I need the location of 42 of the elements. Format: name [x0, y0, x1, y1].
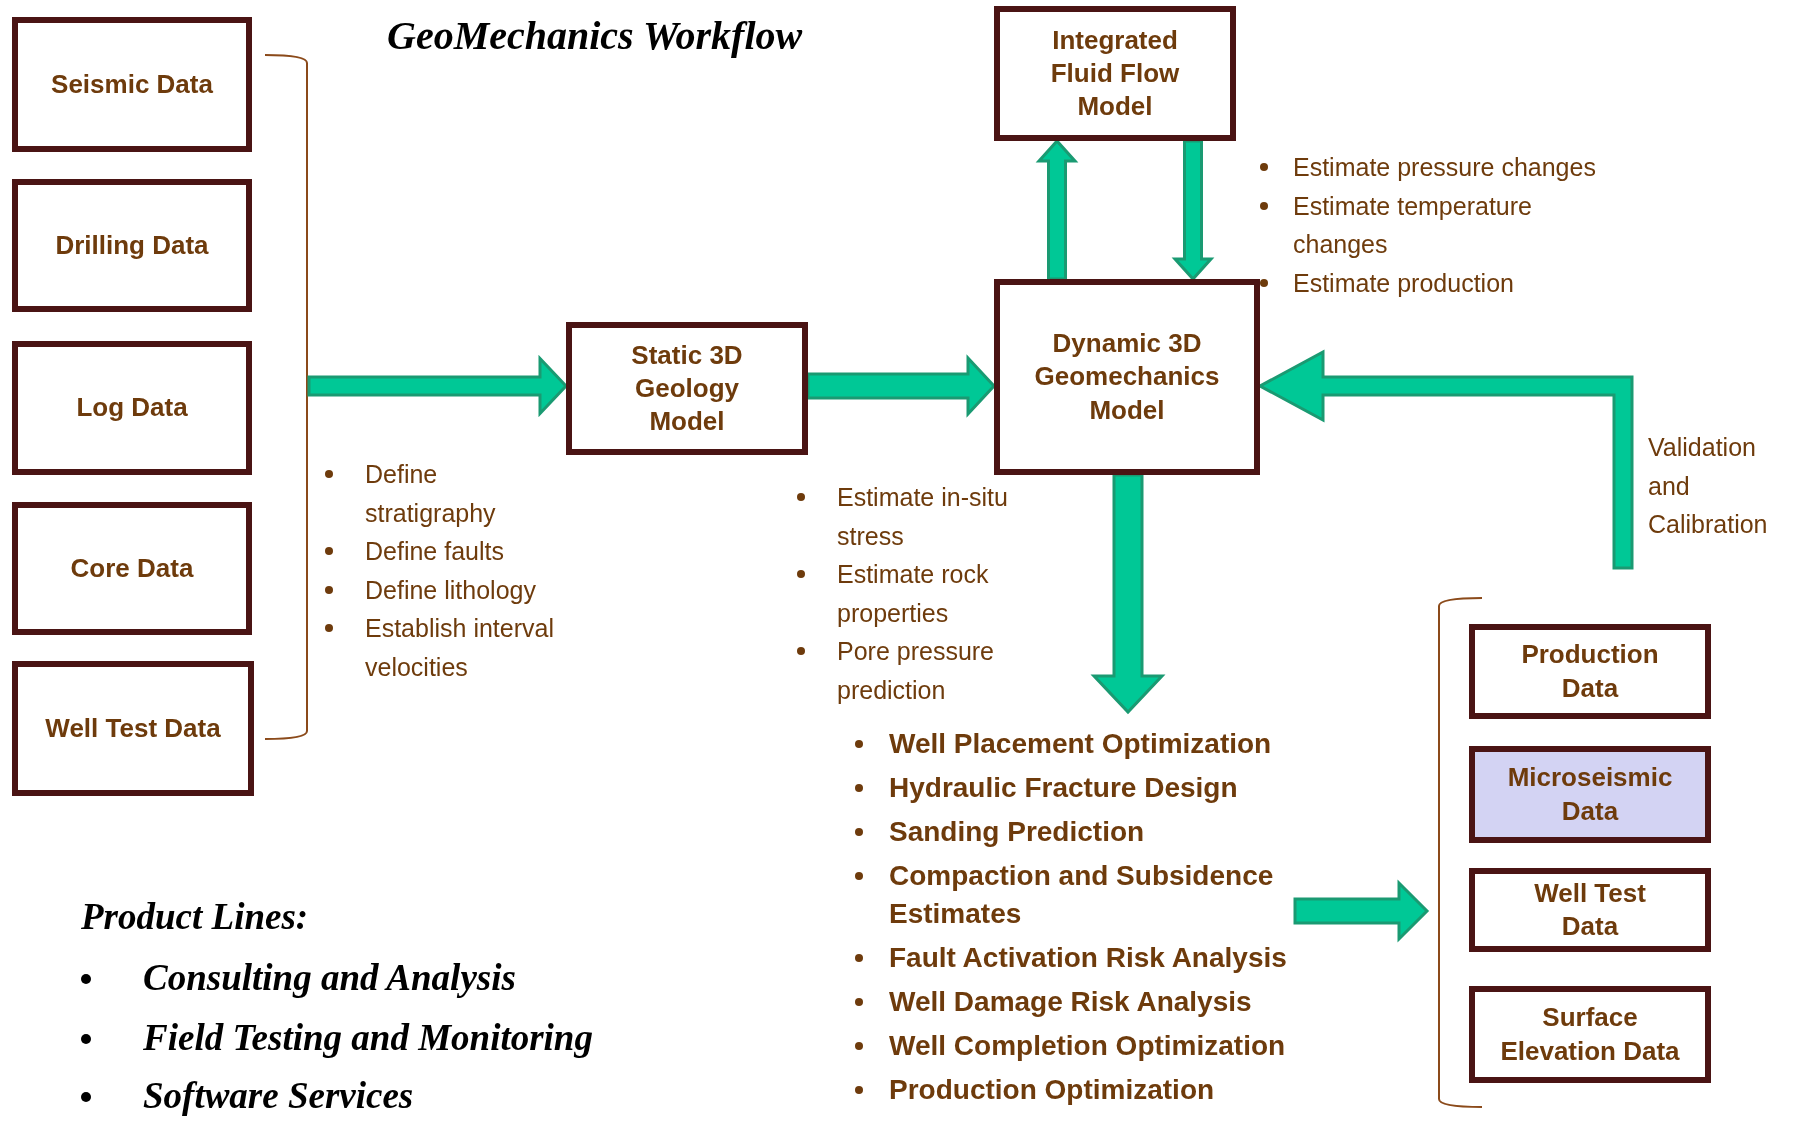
- block-arrow: [1293, 879, 1430, 943]
- bullet-item: Fault Activation Risk Analysis: [889, 941, 1288, 975]
- bullet-item: Define faults: [365, 536, 505, 568]
- block-arrow: [1035, 138, 1079, 281]
- bullet-item: Hydraulic Fracture Design: [889, 771, 1239, 805]
- block-arrow: [307, 354, 569, 418]
- bullet-item: Define stratigraphy: [365, 459, 497, 529]
- block-arrow: [1090, 473, 1166, 715]
- process-box: Well Test Data: [1469, 868, 1711, 952]
- process-box: Seismic Data: [12, 17, 252, 152]
- heading: Product Lines:: [81, 895, 309, 938]
- bullet-item: Estimate pressure changes: [1293, 152, 1597, 183]
- bullet-item: Well Damage Risk Analysis: [889, 985, 1253, 1019]
- process-box: Drilling Data: [12, 179, 252, 312]
- process-box: Well Test Data: [12, 661, 254, 796]
- bullet-item: Define lithology: [365, 574, 537, 606]
- bullet-item: Estimate temperature changes: [1293, 190, 1533, 261]
- bullet-item: Establish interval velocities: [365, 613, 555, 683]
- bullet-item: Production Optimization: [889, 1073, 1216, 1107]
- bullet-item: Well Completion Optimization: [889, 1029, 1287, 1063]
- process-box: Microseismic Data: [1469, 746, 1711, 843]
- process-box: Production Data: [1469, 624, 1711, 719]
- process-box: Dynamic 3D Geomechanics Model: [994, 279, 1260, 475]
- bullet-item: Well Placement Optimization: [889, 727, 1273, 761]
- block-arrow: [1171, 139, 1215, 282]
- process-box: Surface Elevation Data: [1469, 986, 1711, 1083]
- process-box: Core Data: [12, 502, 252, 635]
- bullet-item: Field Testing and Monitoring: [143, 1016, 593, 1059]
- process-box: Static 3D Geology Model: [566, 322, 808, 455]
- bullet-item: Estimate in-situ stress: [837, 482, 1009, 552]
- diagram-title: GeoMechanics Workflow: [387, 12, 803, 59]
- note-text: Validation and Calibration: [1648, 432, 1769, 541]
- bullet-item: Consulting and Analysis: [143, 956, 516, 999]
- bullet-item: Sanding Prediction: [889, 815, 1146, 849]
- process-box: Log Data: [12, 341, 252, 475]
- bullet-item: Estimate rock properties: [837, 559, 990, 629]
- bullet-item: Software Services: [143, 1074, 414, 1117]
- bullet-item: Compaction and Subsidence Estimates: [889, 859, 1275, 931]
- process-box: Integrated Fluid Flow Model: [994, 6, 1236, 141]
- bullet-item: Estimate production: [1293, 267, 1515, 299]
- block-arrow: [806, 354, 997, 418]
- bullet-item: Pore pressure prediction: [837, 636, 996, 706]
